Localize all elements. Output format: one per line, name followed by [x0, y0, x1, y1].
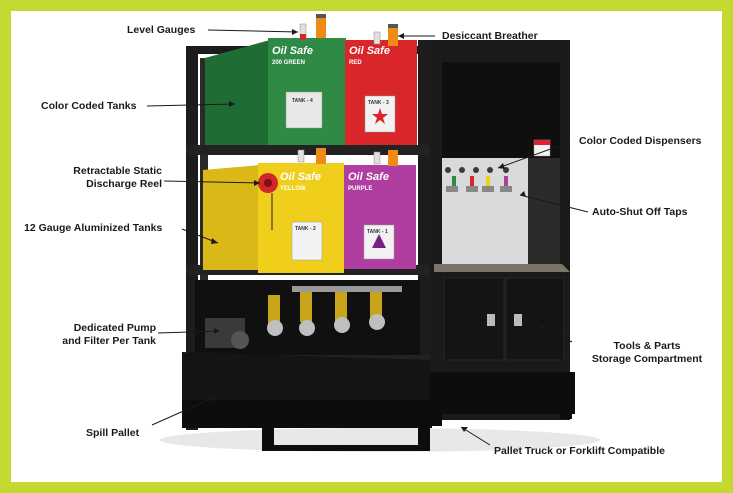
upper-shelf [186, 145, 430, 155]
tank-sub-red: RED [349, 60, 362, 66]
tank-brand-green: Oil Safe [272, 45, 313, 57]
label-color-coded-tanks: Color Coded Tanks [41, 100, 137, 112]
label-pump-filter-line1: Dedicated Pump [73, 322, 156, 334]
tank-sub-yellow: YELLOW [280, 186, 306, 192]
label-level-gauges: Level Gauges [127, 24, 196, 36]
tank-red: Oil Safe RED TANK - 3 [345, 40, 417, 145]
pump-filter-row [195, 280, 420, 355]
label-auto-shut-off-taps: Auto-Shut Off Taps [592, 206, 688, 218]
label-spill-pallet: Spill Pallet [86, 427, 140, 439]
tank-brand-yellow: Oil Safe [280, 171, 321, 183]
tank-tag-green: TANK - 4 [292, 98, 313, 104]
spill-pallet [182, 352, 432, 451]
label-tools-storage-line1: Tools & Parts [613, 340, 681, 352]
label-retractable-reel-line1: Retractable Static [73, 165, 162, 177]
tank-tag-yellow: TANK - 2 [295, 226, 316, 232]
callout-lines [146, 29, 589, 446]
label-tools-storage-line2: Storage Compartment [591, 353, 703, 365]
tank-purple: Oil Safe PURPLE TANK - 1 [344, 165, 416, 269]
tank-sub-green: 200 GREEN [272, 60, 305, 66]
label-pump-filter-line2: and Filter Per Tank [62, 335, 156, 347]
tank-brand-red: Oil Safe [349, 45, 390, 57]
rack-post-right [418, 40, 430, 430]
callout-arrowheads [208, 29, 546, 432]
label-desiccant-breather: Desiccant Breather [442, 30, 538, 42]
label-retractable-reel-line2: Discharge Reel [86, 178, 162, 190]
tank-yellow: Oil Safe YELLOW TANK - 2 [203, 163, 344, 273]
triangle-icon [372, 234, 386, 248]
label-retractable-reel: Retractable Static Discharge Reel [30, 165, 162, 191]
door-latch-right [514, 314, 522, 326]
dispenser-taps [445, 167, 512, 192]
label-forklift-compatible: Pallet Truck or Forklift Compatible [494, 445, 665, 457]
tank-green: Oil Safe 200 GREEN TANK - 4 [205, 38, 346, 145]
tank-sub-purple: PURPLE [348, 186, 372, 192]
tank-brand-purple: Oil Safe [348, 171, 389, 183]
level-gauges [297, 14, 398, 166]
label-color-coded-dispensers: Color Coded Dispensers [579, 135, 702, 147]
tank-tag-purple: TANK - 1 [367, 229, 388, 235]
dispenser-panel [442, 158, 530, 266]
door-latch-left [487, 314, 495, 326]
tank-tag-red: TANK - 3 [368, 100, 389, 106]
label-pump-filter: Dedicated Pump and Filter Per Tank [30, 322, 156, 348]
star-icon [372, 108, 388, 124]
right-cabinet [430, 40, 575, 426]
label-tools-storage: Tools & Parts Storage Compartment [574, 340, 720, 366]
label-aluminized-tanks: 12 Gauge Aluminized Tanks [24, 222, 163, 234]
